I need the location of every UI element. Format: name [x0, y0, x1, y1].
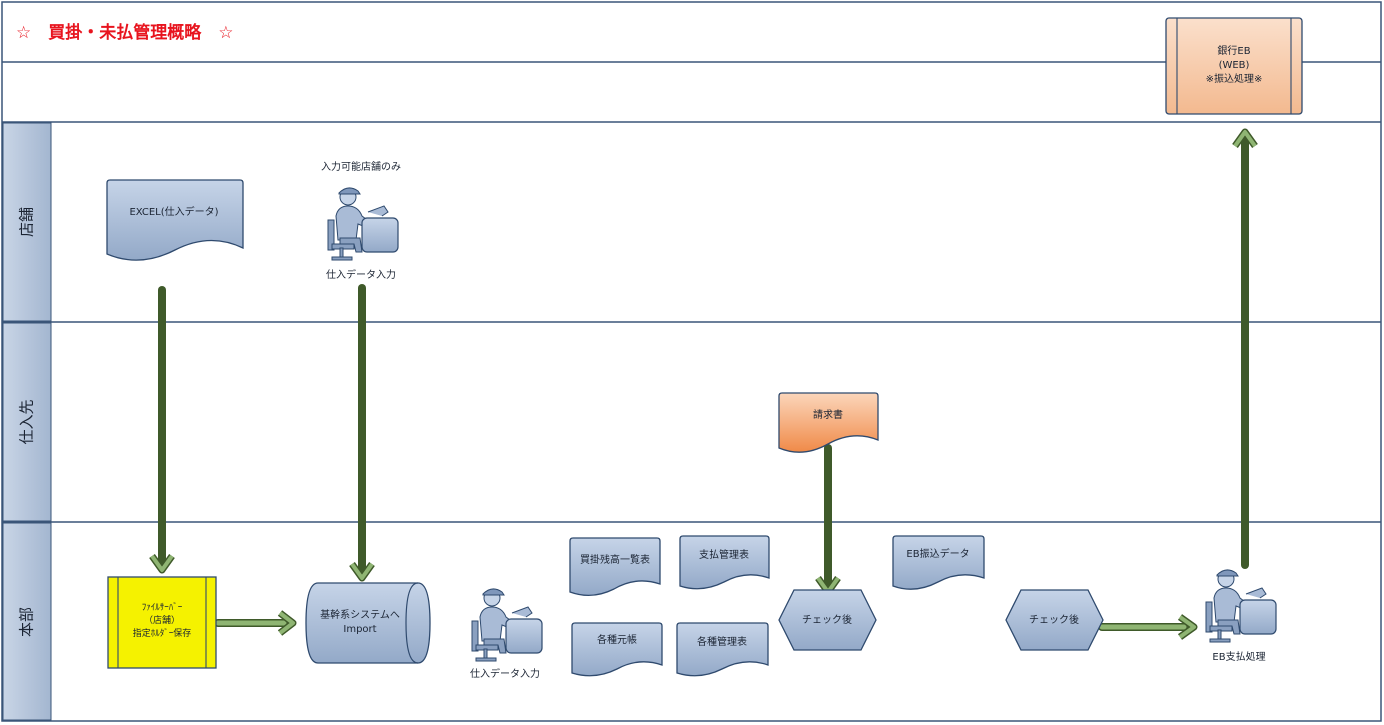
lane-label-store: 店舗: [18, 207, 36, 237]
arrow-storeinput-to-core: [349, 284, 375, 582]
lane-store: 店舗: [2, 122, 52, 322]
check-hexagon-2: チェック後: [1005, 589, 1104, 651]
excel-document: EXCEL(仕入データ): [106, 179, 244, 261]
invoice-document-label: 請求書: [813, 408, 843, 421]
check-hexagon-1-label: チェック後: [802, 613, 852, 626]
bank-eb-line3: ※振込処理※: [1206, 72, 1263, 85]
core-system-line1: 基幹系システムへ: [320, 608, 400, 621]
invoice-document: 請求書: [778, 392, 879, 453]
core-system-database: 基幹系システムへ Import: [305, 582, 431, 664]
file-server-line3: 指定ﾎﾙﾀﾞｰ保存: [133, 627, 192, 639]
store-only-note: 入力可能店舗のみ: [321, 160, 401, 173]
arrow-excel-to-fileserver: [149, 286, 175, 574]
store-input-caption: 仕入データ入力: [326, 268, 396, 281]
lane-supplier: 仕入先: [2, 322, 52, 522]
lane-label-supplier: 仕入先: [18, 399, 36, 444]
core-system-line2: Import: [343, 624, 376, 635]
payables-list-label: 買掛残高一覧表: [580, 553, 650, 566]
bank-eb-line1: 銀行EB: [1217, 44, 1250, 57]
bank-eb-box: 銀行EB (WEB) ※振込処理※: [1165, 17, 1303, 115]
ledger-label: 各種元帳: [597, 633, 637, 646]
file-server-box: ﾌｧｲﾙｻｰﾊﾞｰ （店舗） 指定ﾎﾙﾀﾞｰ保存: [107, 576, 217, 669]
various-mgmt-label: 各種管理表: [697, 635, 747, 648]
check-hexagon-1: チェック後: [778, 589, 877, 651]
arrow-check-to-ebpayment: [1098, 614, 1198, 640]
file-server-line2: （店舗）: [144, 614, 180, 626]
lane-label-hq: 本部: [18, 607, 36, 637]
eb-payment-caption: EB支払処理: [1212, 650, 1265, 663]
various-mgmt-document: 各種管理表: [676, 622, 769, 677]
payment-mgmt-document: 支払管理表: [679, 535, 770, 590]
excel-document-label: EXCEL(仕入データ): [129, 205, 218, 218]
ledger-document: 各種元帳: [571, 622, 663, 677]
file-server-line1: ﾌｧｲﾙｻｰﾊﾞｰ: [142, 602, 183, 613]
bank-eb-line2: (WEB): [1219, 60, 1250, 71]
payables-list-document: 買掛残高一覧表: [569, 537, 661, 596]
payment-mgmt-label: 支払管理表: [699, 548, 749, 561]
hq-input-caption: 仕入データ入力: [470, 667, 540, 680]
lane-hq: 本部: [2, 522, 52, 721]
diagram-title: ☆ 買掛・未払管理概略 ☆: [16, 22, 233, 43]
check-hexagon-2-label: チェック後: [1029, 613, 1079, 626]
arrow-fileserver-to-core: [214, 610, 297, 636]
eb-transfer-data-document: EB振込データ: [892, 535, 985, 590]
arrow-ebpayment-to-bank: [1232, 128, 1258, 569]
eb-transfer-data-label: EB振込データ: [906, 547, 969, 560]
